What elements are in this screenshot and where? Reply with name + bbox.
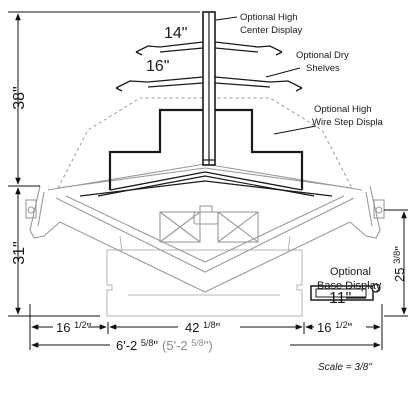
wire-step-label-1: Optional High: [314, 104, 372, 115]
dry-shelves-label-1: Optional Dry: [296, 50, 349, 61]
dim-height-upper: 38": [11, 86, 28, 109]
dim-shelf-bottom: 16": [146, 58, 169, 75]
display-case-body: [25, 163, 385, 293]
scale-note: Scale = 3/8": [318, 362, 372, 373]
horizontal-dimensions: [29, 304, 383, 350]
dim-base-width: 11": [329, 290, 351, 307]
vertical-dimensions: [8, 11, 408, 317]
base-display: [310, 283, 381, 301]
dim-width-middle: 42 1/8": [185, 320, 221, 335]
dim-height-right: 25 3/8": [392, 246, 407, 282]
dim-shelf-top: 14": [164, 25, 187, 42]
center-display-label-2: Center Display: [240, 25, 303, 36]
center-display: [115, 11, 303, 166]
base-display-label-1: Optional: [330, 266, 371, 278]
base-cabinet: [106, 249, 303, 317]
dim-width-left: 16 1/2": [56, 320, 92, 335]
dim-height-lower: 31": [11, 241, 28, 264]
leader-lines: [215, 16, 317, 135]
base-display-label-2: Base Display: [317, 280, 382, 292]
dim-width-right: 16 1/2": [317, 320, 353, 335]
optional-outline: [57, 97, 353, 189]
wire-step-label-2: Wire Step Displa: [312, 117, 383, 128]
center-display-label-1: Optional High: [240, 12, 298, 23]
dim-overall: 6'-2 5/8"(5'-2 5/8"): [116, 338, 213, 353]
dry-shelves-label-2: Shelves: [306, 63, 340, 74]
